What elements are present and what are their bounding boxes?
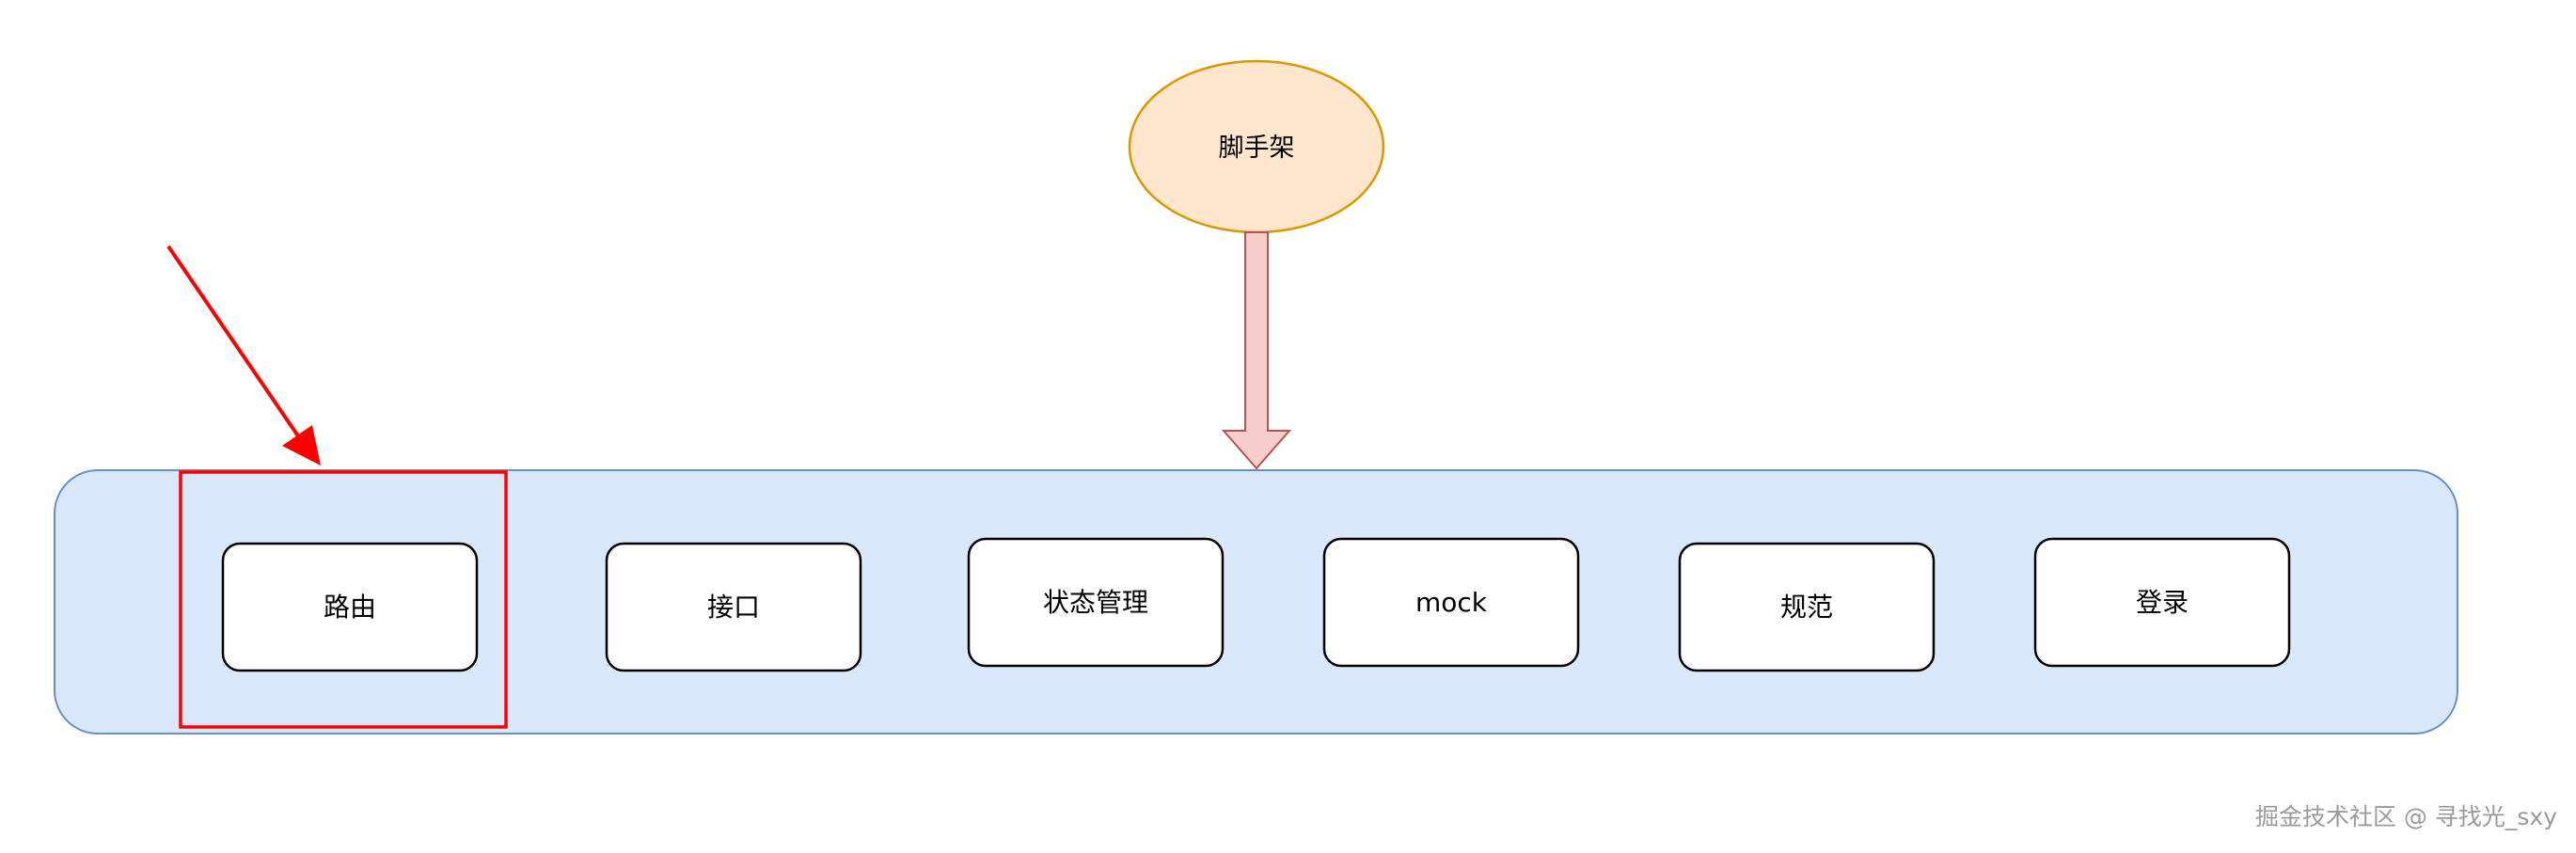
module-route: 路由	[221, 542, 479, 672]
module-state-management: 状态管理	[967, 537, 1225, 668]
highlight-box	[179, 470, 508, 729]
module-login: 登录	[2033, 537, 2291, 668]
scaffold-label: 脚手架	[1219, 134, 1295, 163]
pointer-arrow	[166, 245, 321, 466]
module-box	[2033, 537, 2291, 668]
module-label: 路由	[324, 592, 376, 623]
module-box	[967, 537, 1225, 668]
module-box	[605, 542, 862, 672]
module-label: 接口	[707, 592, 760, 623]
scaffold-arrow	[1221, 231, 1292, 470]
module-label: 规范	[1780, 592, 1833, 623]
scaffold-node: 脚手架	[1128, 59, 1385, 234]
module-box	[1322, 537, 1580, 668]
module-label: mock	[1415, 587, 1488, 618]
module-label: 登录	[2136, 587, 2189, 618]
module-api: 接口	[605, 542, 862, 672]
module-box	[1678, 542, 1936, 672]
pointer-arrow-head	[282, 425, 321, 466]
module-label: 状态管理	[1043, 587, 1148, 618]
module-box	[221, 542, 479, 672]
module-standards: 规范	[1678, 542, 1936, 672]
watermark: 掘金技术社区 @ 寻找光_sxy	[2254, 803, 2557, 830]
pointer-arrow-shaft	[166, 245, 303, 442]
module-mock: mock	[1322, 537, 1580, 668]
